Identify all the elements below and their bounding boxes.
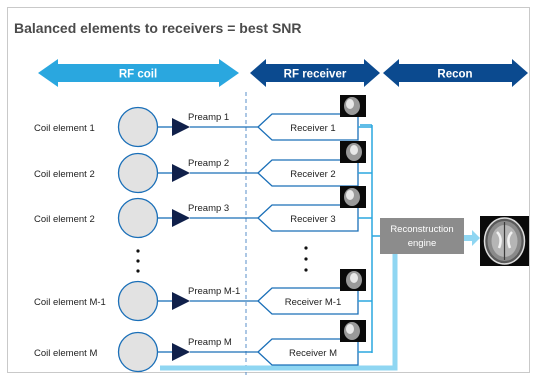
receiver-image-bright-spot (350, 145, 358, 155)
preamp-label: Preamp 2 (188, 158, 229, 169)
coil-element-circle (117, 106, 159, 148)
coil-element-circle (117, 197, 159, 239)
rf-coil-header-arrow (38, 59, 239, 87)
coil-element-label: Coil element M (34, 348, 97, 359)
coil-element-label: Coil element 2 (34, 169, 95, 180)
preamp-label: Preamp 1 (188, 112, 229, 123)
recon-header-label: Recon (437, 69, 472, 81)
receiver-image-bright-spot (346, 190, 354, 200)
coil-row: Coil element M Preamp M Receiver M (34, 320, 372, 373)
receiver-label: Receiver M-1 (285, 297, 342, 308)
receiver-image-bright-spot (346, 99, 354, 109)
reconstruction-engine-line2: engine (408, 238, 437, 249)
preamp-label: Preamp M-1 (188, 286, 240, 297)
coil-m-direct-path (160, 254, 398, 371)
coil-ellipsis (136, 249, 140, 273)
coil-element-label: Coil element 2 (34, 214, 95, 225)
coil-element-label: Coil element M-1 (34, 297, 106, 308)
rf-receiver-header-arrow (250, 59, 380, 87)
coil-row: Coil element 1 Preamp 1 Receiver 1 (34, 95, 372, 148)
receiver-label: Receiver 1 (290, 123, 335, 134)
receiver-label: Receiver 3 (290, 214, 335, 225)
preamp-label: Preamp M (188, 337, 232, 348)
diagram-title: Balanced elements to receivers = best SN… (14, 20, 302, 36)
receiver-image-bright-spot (346, 324, 354, 334)
preamp-triangle-icon (172, 209, 190, 227)
brain-mri-image (480, 216, 529, 266)
preamp-triangle-icon (172, 343, 190, 361)
coil-element-circle (117, 152, 159, 194)
diagram-frame (7, 7, 530, 373)
receiver-image-bright-spot (350, 273, 358, 283)
coil-element-circle (117, 331, 159, 373)
coil-element-circle (117, 280, 159, 322)
coil-row: Coil element 2 Preamp 2 Receiver 2 (34, 141, 372, 194)
reconstruction-engine-line1: Reconstruction (390, 224, 453, 235)
recon-header-arrow (383, 59, 528, 87)
coil-element-label: Coil element 1 (34, 123, 95, 134)
rf-coil-header-label: RF coil (119, 69, 157, 81)
receiver-label: Receiver 2 (290, 169, 335, 180)
preamp-triangle-icon (172, 118, 190, 136)
preamp-label: Preamp 3 (188, 203, 229, 214)
rf-receiver-header-label: RF receiver (284, 69, 347, 81)
receiver-ellipsis (304, 246, 308, 272)
coil-row: Coil element 2 Preamp 3 Receiver 3 (34, 186, 372, 239)
preamp-triangle-icon (172, 164, 190, 182)
reconstruction-engine-box (380, 218, 464, 254)
preamp-triangle-icon (172, 292, 190, 310)
receiver-label: Receiver M (289, 348, 337, 359)
recon-output-arrow (464, 230, 480, 246)
